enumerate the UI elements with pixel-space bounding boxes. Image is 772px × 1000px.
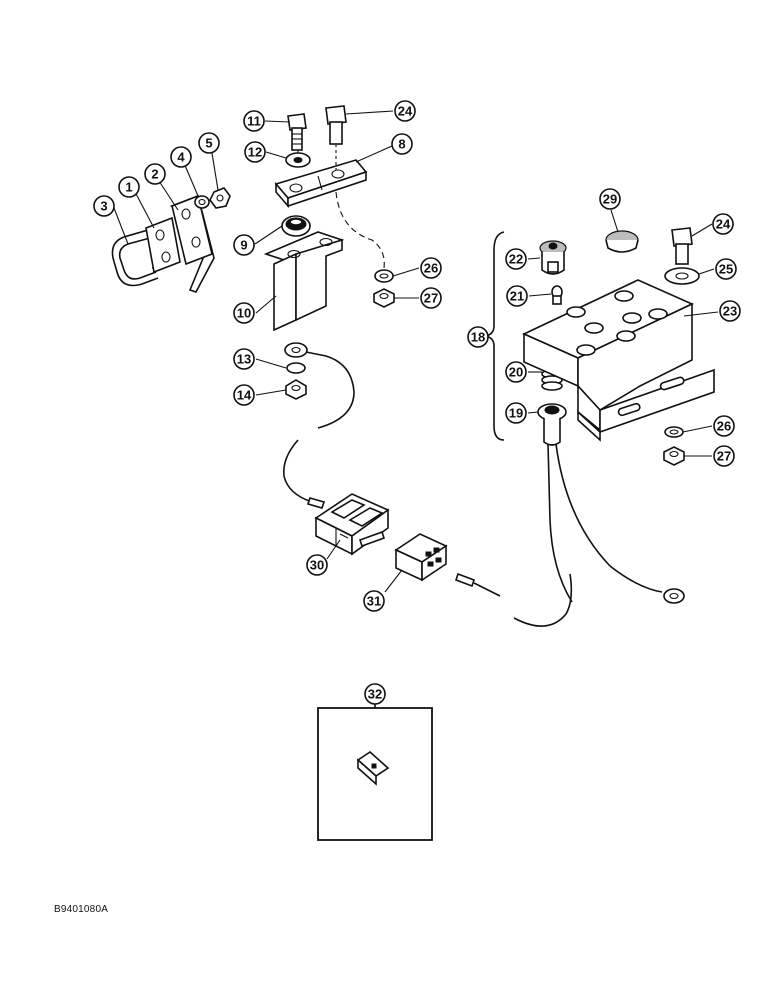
callout-26-right-label: 26	[717, 419, 731, 434]
bolt-part-24-right	[671, 227, 693, 265]
nut-part-27-left	[373, 288, 395, 308]
callout-8: 8	[391, 133, 413, 155]
callout-11: 11	[243, 110, 265, 132]
lamp-socket-part-19	[537, 403, 567, 446]
callout-24-right: 24	[712, 213, 734, 235]
bolt-part-24-left	[325, 105, 347, 145]
callout-4: 4	[170, 146, 192, 168]
callout-12-label: 12	[248, 145, 262, 160]
callout-21: 21	[506, 285, 528, 307]
bulb-part-21	[551, 285, 563, 305]
lock-washer-part-26-left	[374, 269, 394, 283]
callout-9: 9	[233, 234, 255, 256]
callout-24-left: 24	[394, 100, 416, 122]
bracket-part-8	[274, 159, 368, 209]
connector-part-31	[394, 533, 448, 582]
callout-27-right: 27	[713, 445, 735, 467]
callout-12: 12	[244, 141, 266, 163]
mounting-panel-part-23	[522, 279, 715, 442]
callout-13: 13	[233, 348, 255, 370]
lock-washer-part-4	[194, 195, 210, 209]
ring-terminal-lamp	[663, 588, 685, 604]
callout-26-left-label: 26	[424, 261, 438, 276]
callout-9-label: 9	[240, 238, 247, 253]
clamp-plate-part-1	[145, 216, 181, 274]
callout-31: 31	[363, 590, 385, 612]
callout-23: 23	[719, 300, 741, 322]
callout-22: 22	[505, 248, 527, 270]
nut-part-14	[285, 379, 307, 400]
connector-part-30	[314, 493, 390, 556]
lamp-cap-part-22	[539, 240, 567, 275]
callout-19-label: 19	[509, 406, 523, 421]
callout-5: 5	[198, 132, 220, 154]
callout-27-right-label: 27	[717, 449, 731, 464]
callout-26-right: 26	[713, 415, 735, 437]
callout-1-label: 1	[125, 180, 132, 195]
callout-18: 18	[467, 326, 489, 348]
callout-25: 25	[715, 258, 737, 280]
callout-30: 30	[306, 554, 328, 576]
callout-31-label: 31	[367, 594, 381, 609]
callout-22-label: 22	[509, 252, 523, 267]
callout-29-label: 29	[603, 192, 617, 207]
callout-8-label: 8	[398, 137, 405, 152]
plug-part-29	[605, 230, 639, 253]
inset-terminal-box	[317, 704, 433, 841]
bracket-part-10	[263, 231, 345, 332]
callout-4-label: 4	[177, 150, 185, 165]
bolt-part-11	[287, 113, 307, 151]
callout-21-label: 21	[510, 289, 524, 304]
callout-1: 1	[118, 176, 140, 198]
lock-washer-part-13	[286, 362, 306, 374]
callout-18-label: 18	[471, 330, 485, 345]
callout-27-left: 27	[420, 287, 442, 309]
leader-lines	[113, 110, 719, 593]
figure-code: B9401080A	[54, 904, 109, 915]
clamp-plate-part-2	[169, 194, 215, 293]
callout-32-label: 32	[368, 687, 382, 702]
callout-24-left-label: 24	[398, 104, 413, 119]
callout-20: 20	[505, 361, 527, 383]
nut-part-5	[209, 187, 231, 209]
ring-terminal-ground	[284, 342, 355, 429]
callout-5-label: 5	[205, 136, 212, 151]
callout-10: 10	[233, 302, 255, 324]
callout-11-label: 11	[247, 114, 261, 129]
callout-26-left: 26	[420, 257, 442, 279]
callout-10-label: 10	[237, 306, 251, 321]
callout-20-label: 20	[509, 365, 523, 380]
callout-23-label: 23	[723, 304, 737, 319]
callout-24-right-label: 24	[716, 217, 731, 232]
callout-32: 32	[364, 683, 386, 705]
callout-3: 3	[93, 195, 115, 217]
lock-washer-part-26-right	[664, 426, 684, 438]
callout-25-label: 25	[719, 262, 733, 277]
callout-2-label: 2	[151, 167, 158, 182]
grommet-part-9	[281, 215, 311, 237]
callout-14-label: 14	[237, 388, 252, 403]
callout-13-label: 13	[237, 352, 251, 367]
washer-part-25	[664, 267, 700, 285]
nut-part-27-right	[663, 446, 685, 466]
callout-19: 19	[505, 402, 527, 424]
callout-2: 2	[144, 163, 166, 185]
callout-30-label: 30	[310, 558, 324, 573]
callout-3-label: 3	[100, 199, 107, 214]
callout-14: 14	[233, 384, 255, 406]
callout-29: 29	[599, 188, 621, 210]
callout-27-left-label: 27	[424, 291, 438, 306]
washer-part-12	[285, 152, 311, 168]
